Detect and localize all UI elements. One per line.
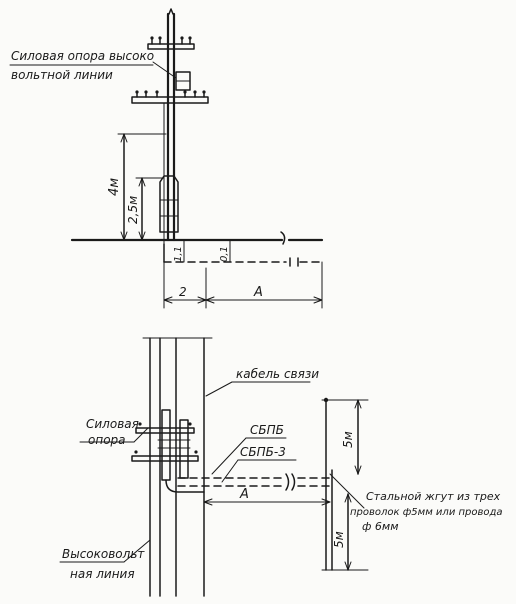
label-hv-2: ная линия [70,567,135,581]
bottom-figure: СБПБ СБПБ-3 А 5м 5м Стальной жгут из тре… [59,337,503,597]
upper-crossarm [147,43,195,50]
dim-25m-label: 2,5м [126,196,140,224]
dim-A-top-label: А [253,285,263,300]
dim-A-bottom-label: А [239,487,249,502]
callout-leader [152,61,177,79]
lower-crossarm [131,96,209,104]
dim-4m-label: 4м [107,178,122,196]
callout-line-1: Силовая опора высоко [11,49,154,63]
power-pole-assembly [131,409,205,493]
pole-finial [168,8,174,15]
dim-5m-bottom-label: 5м [332,531,346,548]
steel-callout-leader [329,473,365,509]
top-figure: Силовая опора высоко вольтной линии 4м 2… [9,8,324,309]
cable-guard-casing [159,175,179,233]
steel-line-1: Стальной жгут из трех [366,490,501,503]
lower-insulators [135,90,206,98]
upper-insulators [150,36,192,45]
dim-5m-top-label: 5м [341,431,355,448]
steel-line-3: ф 6мм [362,520,399,533]
dim-2-label: 2 [179,285,187,299]
label-sbpb: СБПБ [250,423,284,437]
label-power-pole-2: опора [88,433,126,447]
dim-01-label: 0,1 [219,246,230,262]
ground-break-mark [280,231,286,245]
label-power-pole-1: Силовая [86,417,139,431]
label-comm-cable: кабель связи [236,367,319,381]
steel-line-2: проволок ф5мм или провода [350,507,503,518]
dim-11-label: 1,1 [173,246,184,262]
label-hv-1: Высоковольт [62,547,145,561]
callout-line-2: вольтной линии [11,68,113,82]
label-sbpb3: СБПБ-3 [240,445,286,459]
